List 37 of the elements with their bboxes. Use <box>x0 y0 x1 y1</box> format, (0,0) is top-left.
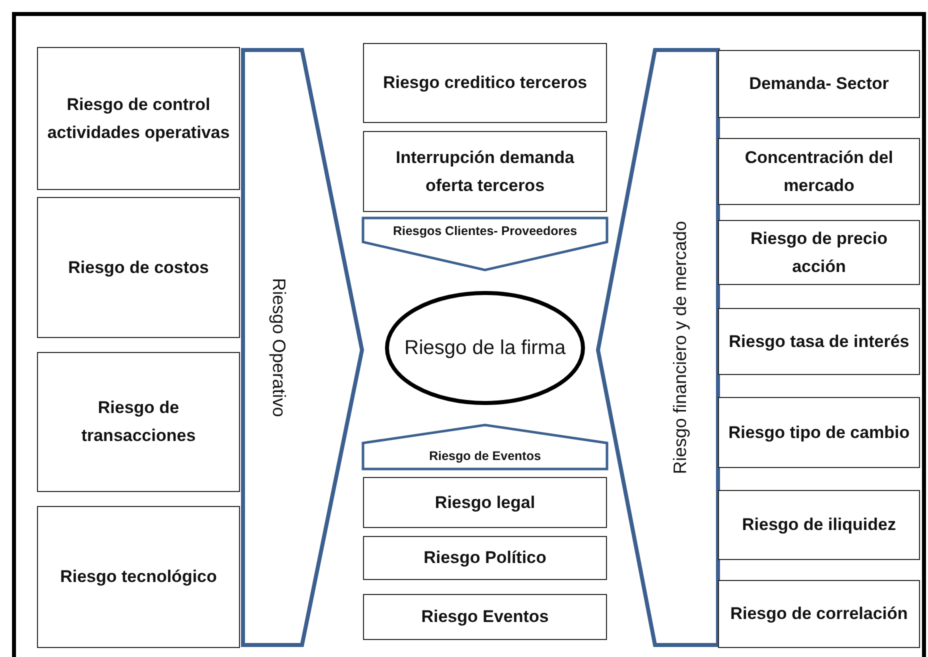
box-label: Riesgo tasa de interés <box>728 330 910 353</box>
risk-box <box>37 197 240 338</box>
box-label: Riesgo tecnológico <box>59 566 218 588</box>
shape-label: Riesgo de la firma <box>403 336 567 361</box>
risk-box <box>363 131 607 212</box>
risk-box <box>718 580 920 648</box>
box-label: Riesgo de transacciones <box>80 397 197 447</box>
risk-box <box>37 47 240 190</box>
risk-box <box>363 594 607 640</box>
risk-box <box>718 490 920 560</box>
risk-box <box>718 138 920 205</box>
box-label: Demanda- Sector <box>748 73 890 95</box>
box-label: Riesgo de correlación <box>729 603 909 625</box>
box-label: Riesgo de control actividades operativas <box>46 94 231 144</box>
shape-label: Riesgo financiero y de mercado <box>669 220 691 474</box>
risk-box <box>718 397 920 468</box>
risk-box <box>718 50 920 118</box>
box-label: Riesgo Eventos <box>420 606 550 628</box>
box-label: Riesgo de precio acción <box>750 228 888 278</box>
box-label: Concentración del mercado <box>744 146 894 196</box>
risk-box <box>37 506 240 648</box>
risk-box <box>718 308 920 375</box>
box-label: Riesgo creditico terceros <box>382 72 588 94</box>
risk-box <box>718 220 920 285</box>
box-label: Riesgo legal <box>434 492 536 514</box>
box-label: Interrupción demanda oferta terceros <box>394 146 576 196</box>
risk-box <box>363 43 607 123</box>
risk-box <box>363 477 607 528</box>
box-label: Riesgo de costos <box>67 256 210 279</box>
risk-box <box>363 536 607 580</box>
box-label: Riesgo Político <box>422 547 548 569</box>
box-label: Riesgo de iliquidez <box>741 514 897 536</box>
box-label: Riesgo tipo de cambio <box>727 422 911 444</box>
shape-label: Riesgo Operativo <box>268 278 290 418</box>
shape-label: Riesgo de Eventos <box>428 448 542 465</box>
risk-box <box>37 352 240 492</box>
shape-label: Riesgos Clientes- Proveedores <box>392 223 578 240</box>
